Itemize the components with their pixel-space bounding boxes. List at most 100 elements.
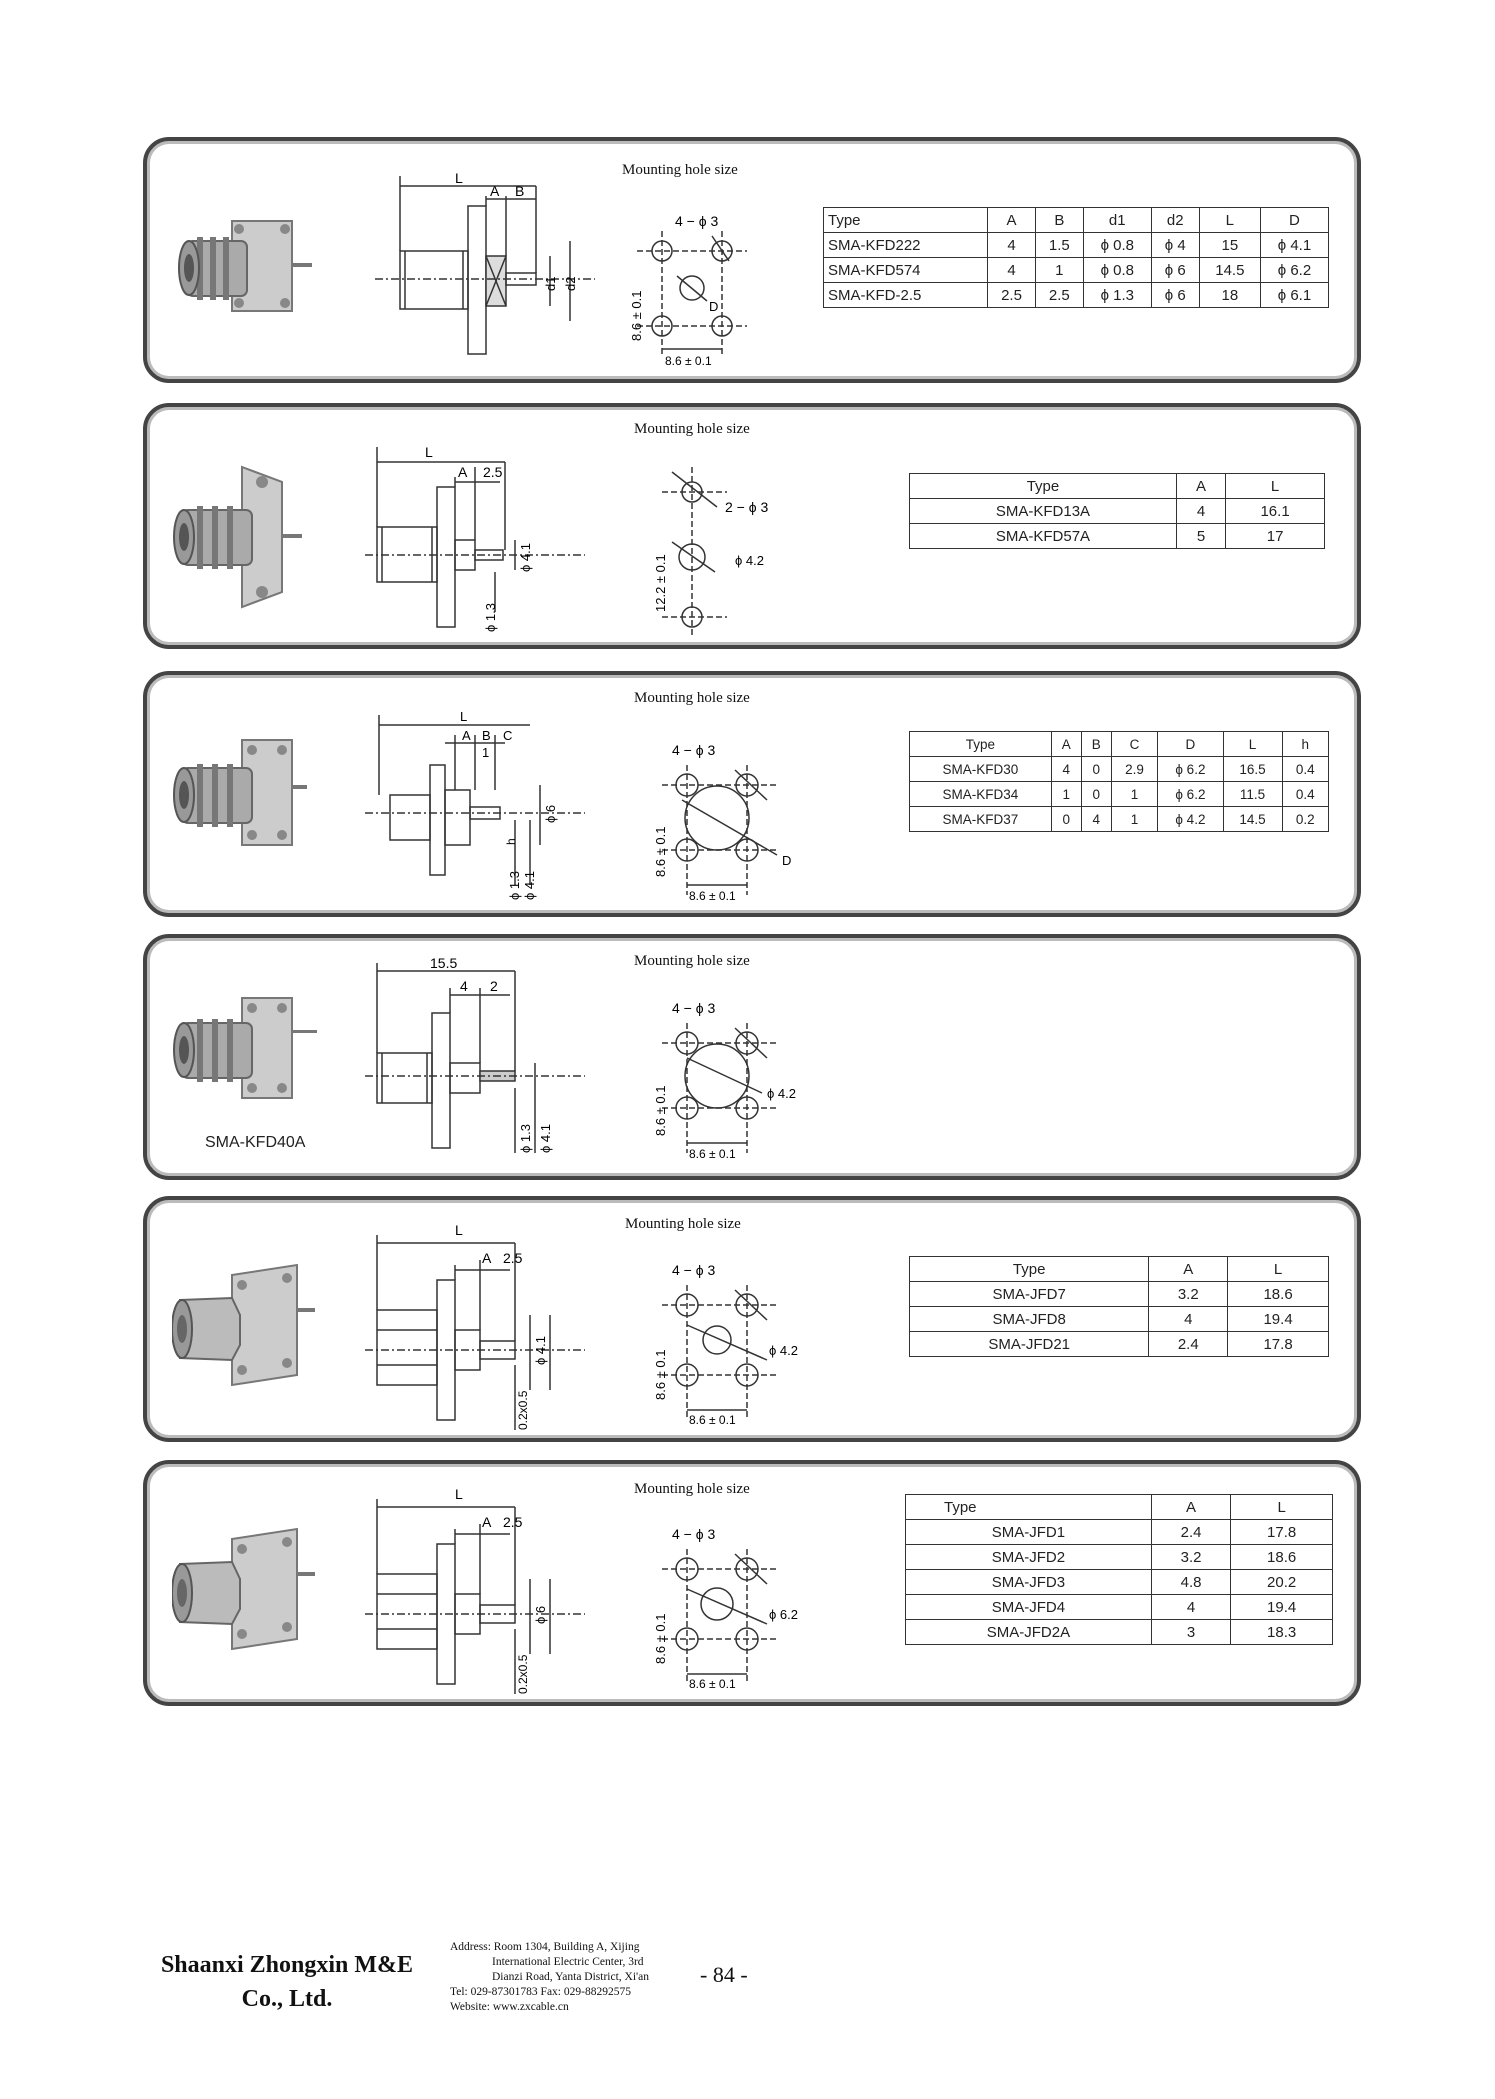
- svg-text:A: A: [482, 1250, 492, 1266]
- svg-text:0.2x0.5: 0.2x0.5: [516, 1654, 530, 1694]
- product-panel-4: Mounting hole size SMA-KFD40A 15.5 4 2: [143, 934, 1361, 1180]
- svg-text:D: D: [782, 853, 791, 868]
- svg-text:8.6 ± 0.1: 8.6 ± 0.1: [653, 1613, 668, 1664]
- svg-text:ϕ 4.1: ϕ 4.1: [533, 1336, 548, 1365]
- svg-text:8.6 ± 0.1: 8.6 ± 0.1: [689, 1147, 736, 1161]
- connector-photo: [173, 465, 302, 609]
- svg-text:2 − ϕ 3: 2 − ϕ 3: [725, 499, 768, 515]
- mounting-hole-title: Mounting hole size: [634, 1481, 750, 1497]
- svg-text:2: 2: [490, 978, 498, 994]
- svg-text:ϕ 4.1: ϕ 4.1: [518, 543, 533, 572]
- svg-text:8.6 ± 0.1: 8.6 ± 0.1: [653, 1349, 668, 1400]
- svg-text:12.2 ± 0.1: 12.2 ± 0.1: [653, 554, 668, 612]
- svg-text:B: B: [515, 183, 524, 199]
- mounting-hole-title: Mounting hole size: [634, 953, 750, 969]
- svg-text:B: B: [482, 728, 491, 743]
- svg-text:h: h: [504, 838, 518, 845]
- svg-text:ϕ 1.3: ϕ 1.3: [483, 603, 498, 632]
- mounting-hole-diagram: 4 − ϕ 3 8.6 ± 0.1 8.6 ± 0.1 D: [629, 213, 747, 366]
- svg-text:L: L: [455, 1222, 463, 1238]
- svg-text:ϕ 6: ϕ 6: [543, 805, 558, 823]
- svg-text:8.6 ± 0.1: 8.6 ± 0.1: [689, 1413, 736, 1427]
- svg-text:ϕ 4.1: ϕ 4.1: [522, 871, 537, 900]
- connector-photo: [173, 739, 307, 846]
- dimension-drawing: L A 2.5 ϕ 4.1 ϕ 1.3: [365, 444, 585, 632]
- svg-text:ϕ 4.1: ϕ 4.1: [538, 1124, 553, 1153]
- company-name: Shaanxi Zhongxin M&E Co., Ltd.: [160, 1952, 414, 2012]
- svg-text:4 − ϕ 3: 4 − ϕ 3: [675, 213, 718, 229]
- svg-text:A: A: [482, 1514, 492, 1530]
- svg-text:ϕ 6.2: ϕ 6.2: [769, 1607, 798, 1622]
- svg-text:2.5: 2.5: [483, 464, 503, 480]
- svg-text:C: C: [503, 728, 512, 743]
- mounting-hole-title: Mounting hole size: [634, 690, 750, 706]
- product-panel-1: Mounting hole size L A B d1 d2: [143, 137, 1361, 383]
- mounting-hole-diagram: 4 − ϕ 3 8.6 ± 0.1 8.6 ± 0.1 ϕ 6.2: [653, 1526, 798, 1691]
- svg-text:A: A: [458, 464, 468, 480]
- svg-text:ϕ 4.2: ϕ 4.2: [767, 1086, 796, 1101]
- svg-text:15.5: 15.5: [430, 955, 457, 971]
- svg-text:8.6 ± 0.1: 8.6 ± 0.1: [689, 1677, 736, 1691]
- product-panel-3: Mounting hole size L A B C 1 h ϕ 6: [143, 671, 1361, 917]
- svg-text:ϕ 1.3: ϕ 1.3: [507, 871, 522, 900]
- company-address: Address: Room 1304, Building A, Xijing I…: [450, 1941, 649, 2013]
- mounting-hole-diagram: 2 − ϕ 3 12.2 ± 0.1 ϕ 4.2: [653, 467, 768, 635]
- dimension-drawing: L A 2.5 ϕ 6 0.2x0.5: [365, 1486, 585, 1694]
- svg-text:4: 4: [460, 978, 468, 994]
- model-caption: SMA-KFD40A: [205, 1134, 306, 1151]
- svg-text:8.6 ± 0.1: 8.6 ± 0.1: [629, 290, 644, 341]
- dimension-drawing: 15.5 4 2 ϕ 1.3 ϕ 4.1: [365, 955, 585, 1153]
- mounting-hole-title: Mounting hole size: [634, 421, 750, 437]
- svg-text:L: L: [460, 709, 467, 724]
- svg-text:d1: d1: [543, 277, 558, 291]
- connector-photo: [173, 997, 317, 1099]
- svg-text:0.2x0.5: 0.2x0.5: [516, 1390, 530, 1430]
- svg-text:4 − ϕ 3: 4 − ϕ 3: [672, 1000, 715, 1016]
- product-panel-2: Mounting hole size L A 2.5 ϕ 4.1 ϕ 1.3: [143, 403, 1361, 649]
- svg-text:d2: d2: [563, 277, 578, 291]
- product-panel-6: Mounting hole size L A 2.5 ϕ 6 0.2x0.5: [143, 1460, 1361, 1706]
- mounting-hole-title: Mounting hole size: [622, 162, 738, 178]
- connector-photo: [178, 220, 312, 312]
- svg-text:D: D: [709, 299, 718, 314]
- dimension-drawing: L A B C 1 h ϕ 6 ϕ 1.3 ϕ 4.1: [365, 709, 585, 900]
- svg-text:L: L: [455, 171, 463, 186]
- dimension-drawing: L A B d1 d2: [375, 171, 595, 355]
- connector-photo: [172, 1527, 315, 1651]
- mounting-hole-diagram: 4 − ϕ 3 8.6 ± 0.1 8.6 ± 0.1 D: [653, 742, 791, 903]
- product-panel-5: Mounting hole size L A 2.5 ϕ 4.1 0.2x0.5: [143, 1196, 1361, 1442]
- svg-text:L: L: [455, 1486, 463, 1502]
- svg-text:ϕ 1.3: ϕ 1.3: [518, 1124, 533, 1153]
- page-number: - 84 -: [700, 1962, 748, 1987]
- svg-text:8.6 ± 0.1: 8.6 ± 0.1: [689, 889, 736, 903]
- mounting-hole-diagram: 4 − ϕ 3 8.6 ± 0.1 8.6 ± 0.1 ϕ 4.2: [653, 1000, 796, 1161]
- svg-text:4 − ϕ 3: 4 − ϕ 3: [672, 742, 715, 758]
- dimension-drawing: L A 2.5 ϕ 4.1 0.2x0.5: [365, 1222, 585, 1430]
- svg-text:L: L: [425, 444, 433, 460]
- svg-text:2.5: 2.5: [503, 1250, 523, 1266]
- svg-text:8.6 ± 0.1: 8.6 ± 0.1: [653, 1085, 668, 1136]
- svg-text:4 − ϕ 3: 4 − ϕ 3: [672, 1262, 715, 1278]
- svg-text:1: 1: [482, 745, 489, 760]
- svg-text:ϕ 6: ϕ 6: [533, 1606, 548, 1624]
- mounting-hole-title: Mounting hole size: [625, 1216, 741, 1232]
- svg-text:8.6 ± 0.1: 8.6 ± 0.1: [653, 826, 668, 877]
